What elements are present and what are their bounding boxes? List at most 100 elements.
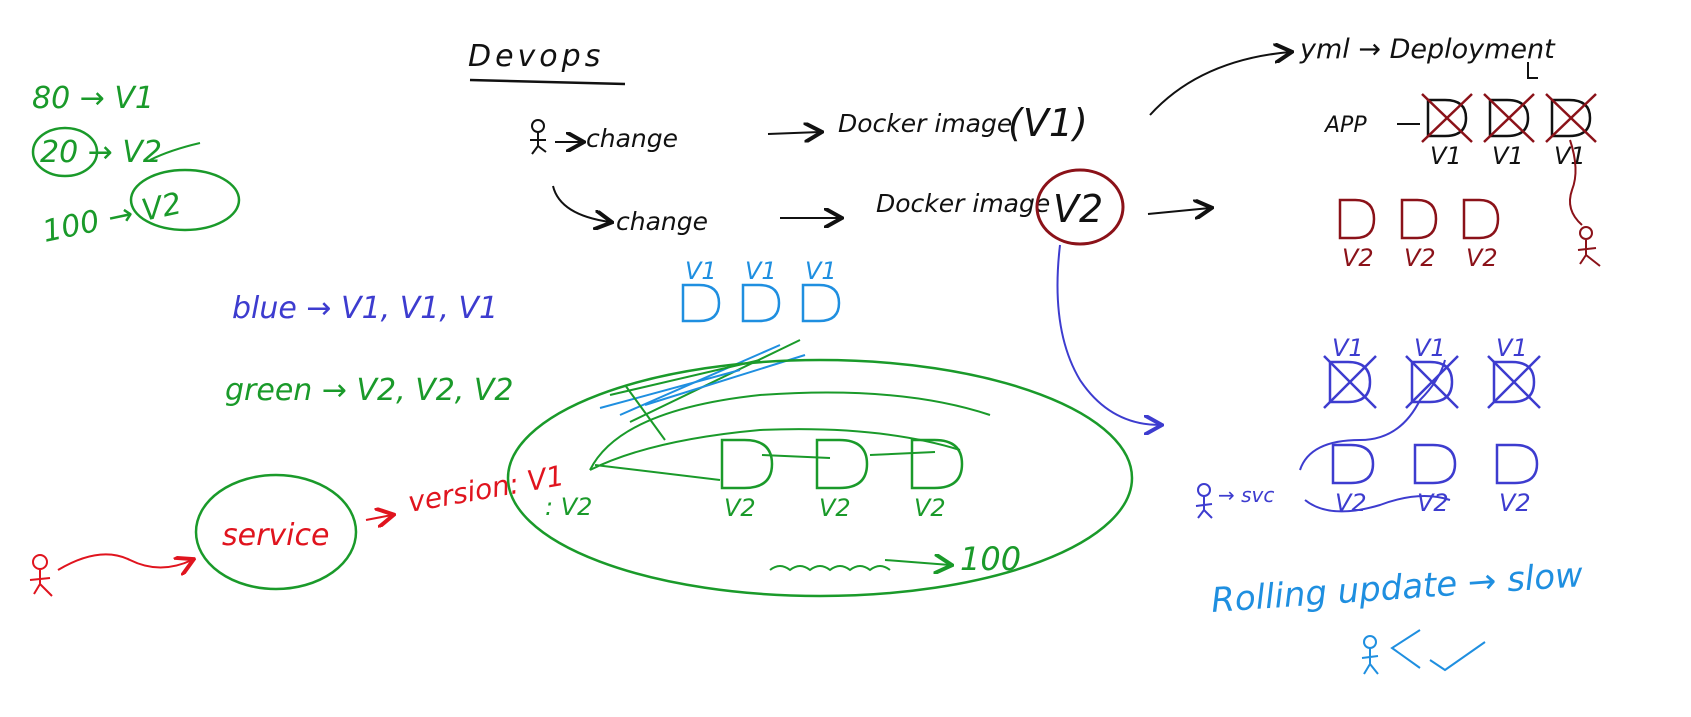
deploy-user-icon	[1569, 139, 1601, 267]
split-line-2: 20 → V2	[40, 135, 162, 170]
pod-label: V2	[724, 494, 756, 522]
split-line-1: 80 → V1	[32, 81, 154, 116]
pod: V1	[1323, 334, 1377, 409]
split-squiggle	[149, 142, 201, 161]
split-highlight-100	[129, 168, 241, 232]
green-inner-arc-2	[589, 428, 961, 471]
green-line: green → V2, V2, V2	[225, 373, 514, 408]
pod-label: V2	[1466, 244, 1498, 272]
pod: V2	[1495, 443, 1539, 517]
arrow-service-selector	[365, 515, 392, 520]
selector-line-3	[869, 451, 936, 456]
blue-line: blue → V1, V1, V1	[232, 291, 498, 326]
pod-label: V1	[805, 257, 837, 285]
arrow-user-change-2	[552, 185, 610, 222]
pod-label: V2	[1404, 244, 1436, 272]
pod: V1	[1487, 334, 1541, 409]
pod-label: V2	[1417, 489, 1449, 517]
selector-line-1	[594, 464, 721, 481]
arrow-user-service	[57, 553, 192, 570]
rolling-user-arrow-label: → svc	[1218, 483, 1274, 507]
pod: V2	[815, 438, 869, 522]
service-user-icon	[29, 554, 53, 597]
change-label-1: change	[586, 124, 678, 153]
arrow-v2-rolling	[1056, 244, 1161, 425]
pod-label: V1	[1414, 334, 1446, 362]
pod-label: V1	[685, 257, 717, 285]
pod-cross	[1323, 355, 1377, 409]
pod: V1	[681, 257, 721, 323]
change-label-2: change	[616, 207, 708, 236]
pod-label: V1	[1430, 142, 1462, 170]
green-pods: V2 V2 V2	[720, 438, 964, 522]
rolling-connector-2	[1304, 495, 1451, 513]
version-v2-label: V2	[1053, 187, 1103, 231]
arrow-change-docker-1	[767, 132, 820, 134]
rolling-bottom-user-icon	[1361, 629, 1486, 675]
pod: V1	[1545, 93, 1597, 170]
traffic-split-group: 80 → V1 20 → V2 100 → V2	[31, 81, 241, 250]
pod-cross	[1487, 355, 1541, 409]
pod: V2	[720, 438, 774, 522]
pod: V1	[1421, 93, 1473, 170]
arrow-v2-deploy	[1147, 208, 1210, 214]
pod-label: V1	[1332, 334, 1364, 362]
split-highlight-20	[31, 126, 99, 178]
rolling-update-label: Rolling update → slow	[1210, 555, 1584, 621]
pod-label: V2	[1342, 244, 1374, 272]
deployment-group: yml → Deployment APP V1 V1 V1 V2 V2 V2	[1299, 34, 1601, 272]
version-v1-label: (V1)	[1008, 101, 1088, 145]
pod-cross	[1483, 93, 1535, 143]
pod-label: V2	[914, 494, 946, 522]
pod: V2	[1400, 198, 1438, 272]
pod-label: V2	[1499, 489, 1531, 517]
pod: V2	[910, 438, 964, 522]
selector-label-1: version: V1	[405, 459, 566, 519]
docker-image-label-1: Docker image	[838, 109, 1012, 138]
user-icon	[530, 119, 547, 155]
pod: V1	[1405, 334, 1459, 409]
pod-cross	[1545, 93, 1597, 143]
title-group: Devops	[468, 39, 626, 86]
title-underline	[469, 78, 626, 86]
pod: V2	[1462, 198, 1500, 272]
percent-arrow	[884, 560, 950, 565]
page-title: Devops	[468, 39, 604, 74]
yml-deployment-label: yml → Deployment	[1299, 34, 1556, 65]
rolling-user-icon	[1195, 483, 1213, 519]
arrow-v1-yml	[1149, 52, 1290, 116]
pod-label: V1	[1492, 142, 1524, 170]
pod-label: V1	[1496, 334, 1528, 362]
pipeline-group: change Docker image (V1) change Docker i…	[530, 52, 1290, 425]
selector-line-2	[761, 454, 831, 459]
rolling-group: V1 V1 V1 V2 V2 V2 → svc Rolling update → slo…	[1195, 334, 1584, 675]
rolling-old-pods: V1 V1 V1	[1323, 334, 1541, 409]
pod: V2	[1413, 443, 1457, 517]
deploy-old-pods: V1 V1 V1	[1421, 93, 1597, 170]
pod-label: V2	[819, 494, 851, 522]
pod-label: V2	[1335, 489, 1367, 517]
percent-squiggle	[769, 565, 891, 572]
green-group-ellipse	[506, 358, 1134, 598]
pod-label: V1	[745, 257, 777, 285]
blue-pods: V1 V1 V1	[681, 257, 841, 323]
pod-cross	[1421, 93, 1473, 143]
pod: V1	[1483, 93, 1535, 170]
pod-label: V1	[1554, 142, 1586, 170]
deploy-new-pods: V2 V2 V2	[1338, 198, 1500, 272]
crossed-lines	[599, 339, 806, 441]
split-line-3: 100 → V2	[39, 186, 184, 250]
service-label: service	[222, 518, 329, 553]
percent-label: 100	[960, 540, 1021, 578]
app-label: APP	[1323, 113, 1367, 138]
selector-label-2: : V2	[545, 493, 592, 521]
deployment-tick	[1527, 62, 1538, 79]
pod: V2	[1338, 198, 1376, 272]
docker-image-label-2: Docker image	[876, 189, 1050, 218]
green-inner-arc	[589, 391, 991, 471]
rolling-new-pods: V2 V2 V2	[1331, 443, 1539, 517]
pod: V1	[741, 257, 781, 323]
rolling-connector	[1299, 359, 1446, 471]
